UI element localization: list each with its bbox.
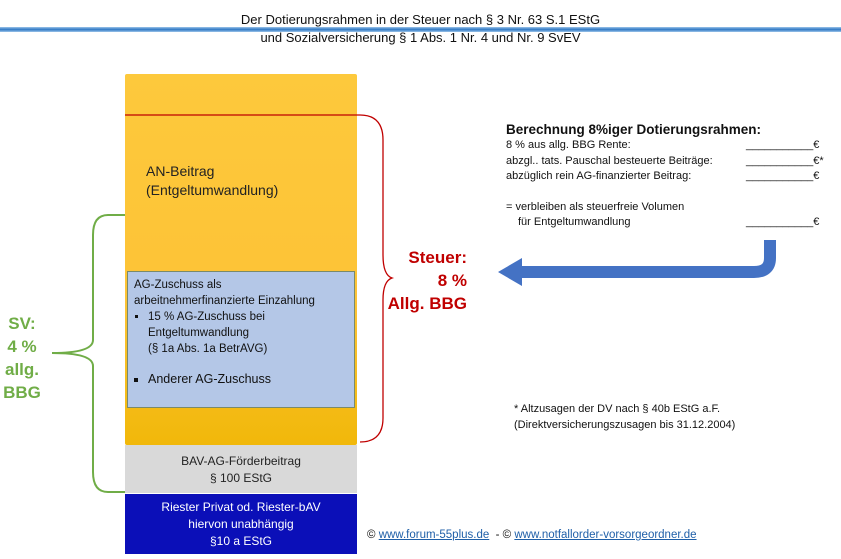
sv-label: SV:4 %allg.BBG: [3, 314, 41, 402]
calc-row: abzüglich rein AG-finanzierter Beitrag:_…: [506, 170, 820, 182]
link-forum-55plus[interactable]: www.forum-55plus.de: [378, 529, 490, 541]
an-beitrag-label: AN-Beitrag(Entgeltumwandlung): [146, 163, 279, 198]
calc-result-line: = verbleiben als steuerfreie Volumen: [506, 200, 685, 213]
bullet-anderer: Anderer AG-Zuschuss: [148, 371, 348, 387]
ag-zuschuss-block: AG-Zuschuss als arbeitnehmerfinanzierte …: [127, 271, 355, 408]
calc-heading: Berechnung 8%iger Dotierungsrahmen:: [506, 122, 762, 137]
calc-result-row: für Entgeltumwandlung___________€: [518, 216, 820, 228]
title-line-1: Der Dotierungsrahmen in der Steuer nach …: [240, 12, 601, 27]
link-notfallorder[interactable]: www.notfallorder-vorsorgeordner.de: [514, 529, 697, 541]
calc-row: 8 % aus allg. BBG Rente:___________€: [506, 139, 820, 151]
steuer-label: Steuer:8 %Allg. BBG: [387, 248, 467, 313]
bullet-15-percent: 15 % AG-Zuschuss bei Entgeltumwandlung(§…: [148, 309, 348, 357]
foerderbeitrag-block: BAV-AG-Förderbeitrag§ 100 EStG: [125, 445, 357, 493]
sv-bracket: [51, 214, 125, 493]
footnote: * Altzusagen der DV nach § 40b EStG a.F.…: [514, 403, 736, 431]
calculation-panel: Berechnung 8%iger Dotierungsrahmen: 8 % …: [506, 121, 836, 231]
title-line-2: und Sozialversicherung § 1 Abs. 1 Nr. 4 …: [260, 30, 581, 45]
copyright-footer: © www.forum-55plus.de - © www.notfallord…: [367, 529, 697, 541]
calc-row: abzgl.. tats. Pauschal besteuerte Beiträ…: [506, 154, 824, 167]
steuer-bracket: [125, 114, 395, 443]
arrow-icon: [520, 240, 776, 278]
header-rule: [0, 27, 841, 32]
arrowhead-icon: [498, 258, 522, 286]
